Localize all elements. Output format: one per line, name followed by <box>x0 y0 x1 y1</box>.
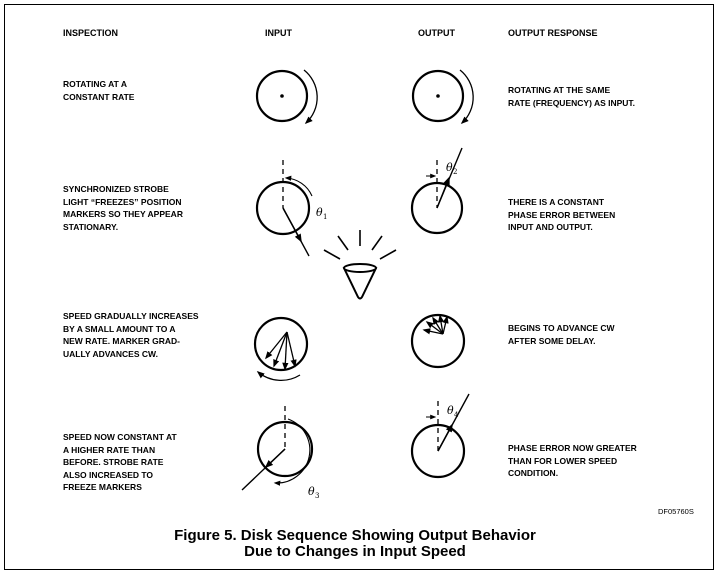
header-input: INPUT <box>265 28 292 38</box>
row1-inspection-text: ROTATING AT A CONSTANT RATE <box>63 79 135 102</box>
figure-code: DF05760S <box>658 507 694 516</box>
row1-output-cw-arrow <box>459 69 474 125</box>
figure-caption: Figure 5. Disk Sequence Showing Output B… <box>0 528 710 560</box>
header-output-response: OUTPUT RESPONSE <box>508 28 598 38</box>
row2-output-disk <box>410 147 464 235</box>
row3-output-disk <box>410 313 466 369</box>
header-inspection: INSPECTION <box>63 28 119 38</box>
row1-input-cw-arrow <box>303 69 318 125</box>
row2-response-text: THERE IS A CONSTANT PHASE ERROR BETWEEN … <box>508 197 616 232</box>
row4-inspection-text: SPEED NOW CONSTANT AT A HIGHER RATE THAN… <box>63 432 177 492</box>
row3-response-text: BEGINS TO ADVANCE CW AFTER SOME DELAY. <box>508 323 615 346</box>
theta1-subscript: 1 <box>323 213 327 221</box>
theta3-subscript: 3 <box>315 492 319 500</box>
theta3-symbol: θ <box>308 485 315 498</box>
row2-input-disk <box>255 160 313 257</box>
figure-frame <box>4 4 714 570</box>
theta4-symbol: θ <box>447 404 454 417</box>
row4-response-text: PHASE ERROR NOW GREATER THAN FOR LOWER S… <box>508 443 637 478</box>
theta2-symbol: θ <box>446 161 453 174</box>
theta2-subscript: 2 <box>453 168 457 176</box>
caption-line-2: Due to Changes in Input Speed <box>244 543 466 560</box>
row3-inspection-text: SPEED GRADUALLY INCREASES BY A SMALL AMO… <box>63 311 199 359</box>
row1-input-disk <box>255 69 318 125</box>
theta4-subscript: 4 <box>454 411 459 419</box>
header-output: OUTPUT <box>418 28 455 38</box>
row1-response-text: ROTATING AT THE SAME RATE (FREQUENCY) AS… <box>508 85 636 108</box>
caption-line-1: Figure 5. Disk Sequence Showing Output B… <box>174 527 536 544</box>
row2-theta1-arc <box>284 175 313 197</box>
row4-input-disk <box>241 406 314 491</box>
theta1-symbol: θ <box>316 206 323 219</box>
row4-theta3-arc <box>273 418 311 486</box>
row3-input-cw-arrow <box>256 371 301 382</box>
row1-output-disk <box>411 69 474 125</box>
strobe-light-icon <box>323 230 397 300</box>
row3-input-disk <box>253 316 309 382</box>
row4-output-disk <box>410 393 470 479</box>
row2-inspection-text: SYNCHRONIZED STROBE LIGHT “FREEZES” POSI… <box>63 184 183 232</box>
